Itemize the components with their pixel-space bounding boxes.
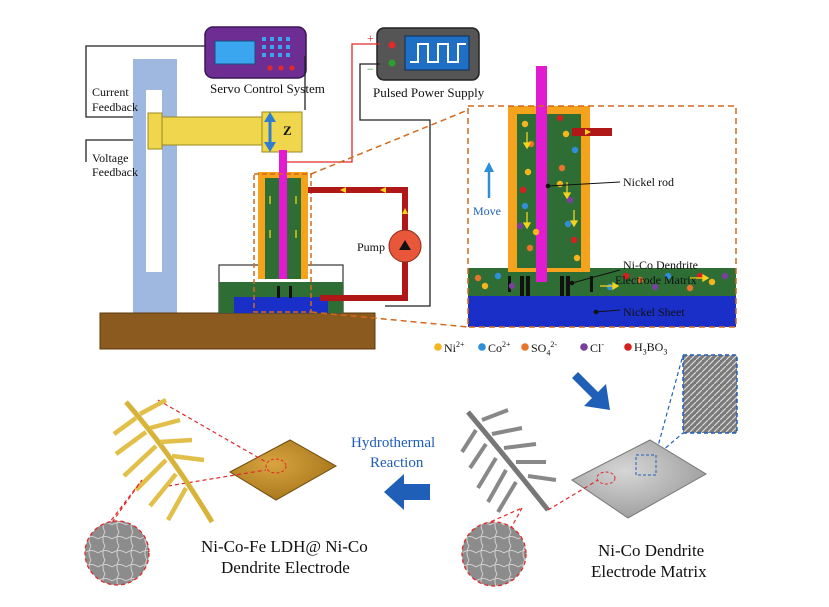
matrix-caption-line2: Electrode Matrix — [591, 562, 707, 581]
nickel-rod-label: Nickel rod — [623, 175, 674, 189]
legend-dots — [434, 343, 632, 351]
legend-co: Co2+ — [488, 340, 511, 355]
sem-inset-mid — [461, 521, 527, 587]
current-feedback-line2: Feedback — [92, 100, 138, 114]
hydrothermal-label-line1: Hydrothermal — [351, 435, 436, 451]
dendrite-matrix-label-line2: Electrode Matrix — [615, 273, 697, 287]
legend-cl: Cl- — [590, 340, 605, 355]
zoomed-cell — [467, 66, 737, 328]
legend-ni: Ni2+ — [444, 340, 465, 355]
gold-link — [157, 399, 267, 487]
legend-so4: SO42- — [531, 340, 558, 358]
legend-dot-ni — [434, 343, 442, 351]
circulation-pipe — [308, 187, 422, 301]
nickel-sheet-label: Nickel Sheet — [623, 305, 685, 319]
legend-dot-cl — [580, 343, 588, 351]
machine-frame — [133, 59, 303, 313]
voltage-feedback-line2: Feedback — [92, 165, 138, 179]
gray-dendrite — [460, 408, 557, 514]
move-label: Move — [473, 204, 501, 218]
servo-label: Servo Control System — [210, 81, 325, 96]
gold-dendrite — [112, 398, 215, 524]
current-feedback-line1: Current — [92, 85, 129, 99]
sem-inset-left — [84, 520, 150, 586]
servo-control-box — [204, 26, 307, 79]
process-arrow-down-icon — [572, 372, 610, 410]
gold-sheet — [228, 439, 338, 501]
minus-terminal: − — [367, 62, 374, 76]
legend-dot-h3bo3 — [624, 343, 632, 351]
legend-h3bo3: H3BO3 — [634, 340, 668, 357]
base-plate — [99, 312, 376, 350]
matrix-sheet — [571, 439, 707, 519]
dendrite-matrix-label-line1: Ni-Co Dendrite — [623, 258, 698, 272]
hydrothermal-label-line2: Reaction — [370, 455, 424, 471]
matrix-caption-line1: Ni-Co Dendrite — [598, 541, 705, 560]
legend-dot-so4 — [521, 343, 529, 351]
final-electrode-label-line1: Ni-Co-Fe LDH@ Ni-Co — [201, 537, 368, 556]
pulsed-power-box — [376, 27, 480, 81]
pump-label: Pump — [357, 240, 386, 254]
electrolytic-cell-left — [218, 150, 344, 314]
zoom-connectors — [310, 109, 469, 328]
pulsed-power-label: Pulsed Power Supply — [373, 85, 485, 100]
voltage-feedback-line1: Voltage — [92, 151, 129, 165]
sem-inset-top — [654, 354, 738, 458]
z-axis-label: Z — [283, 123, 292, 138]
process-arrow-left-icon — [384, 474, 430, 510]
plus-terminal: + — [367, 31, 374, 45]
dendrite-link — [547, 479, 599, 511]
final-electrode-label-line2: Dendrite Electrode — [221, 558, 350, 577]
legend-dot-co — [478, 343, 486, 351]
